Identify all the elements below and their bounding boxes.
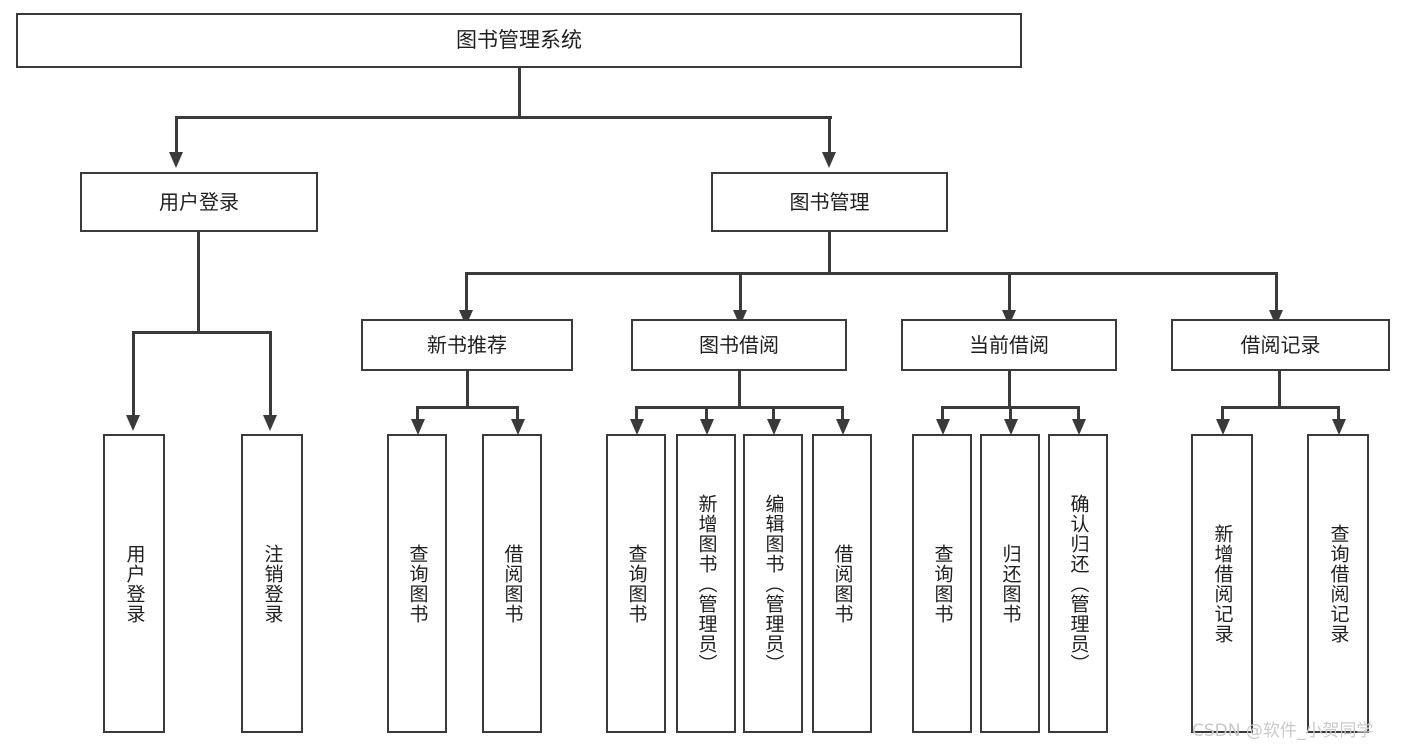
arrow-root-to-book-management — [822, 152, 836, 168]
connector-new-book-bar — [416, 406, 519, 409]
connector-level3-drop-2 — [739, 272, 742, 312]
node-label: 图书借阅 — [699, 332, 779, 357]
arrow-book-borrow-to-leaf-4 — [836, 419, 850, 435]
arrow-new-book-to-leaf-2 — [511, 419, 525, 435]
node-book-borrow[interactable]: 图书借阅 — [631, 319, 847, 371]
connector-new-book-drop-1 — [416, 406, 419, 422]
leaf-edit-book-admin[interactable]: 编辑图书（管理员） — [743, 434, 803, 733]
node-current-borrow[interactable]: 当前借阅 — [901, 319, 1117, 371]
connector-root-drop-right — [828, 116, 831, 154]
leaf-query-borrow-record[interactable]: 查询借阅记录 — [1307, 434, 1369, 733]
connector-book-borrow-bar — [635, 406, 844, 409]
leaf-borrow-book-recommend[interactable]: 借阅图书 — [482, 434, 542, 733]
connector-book-borrow-drop-3 — [772, 406, 775, 422]
connector-book-borrow-drop-2 — [705, 406, 708, 422]
connector-book-borrow-drop-1 — [635, 406, 638, 422]
leaf-label: 归还图书 — [999, 543, 1022, 624]
leaf-label: 新增借阅记录 — [1211, 523, 1234, 644]
arrow-current-borrow-to-leaf-2 — [1004, 419, 1018, 435]
leaf-query-book-current[interactable]: 查询图书 — [912, 434, 972, 733]
node-user-login[interactable]: 用户登录 — [80, 172, 318, 232]
connector-level3-drop-1 — [465, 272, 468, 312]
leaf-label: 借阅图书 — [501, 543, 524, 624]
leaf-return-book[interactable]: 归还图书 — [980, 434, 1040, 733]
node-label: 图书管理系统 — [456, 28, 582, 53]
leaf-query-book-recommend[interactable]: 查询图书 — [387, 434, 447, 733]
node-borrow-record[interactable]: 借阅记录 — [1171, 319, 1390, 371]
connector-book-borrow-drop-4 — [841, 406, 844, 422]
connector-user-login-drop-2 — [269, 331, 272, 417]
node-label: 用户登录 — [159, 189, 239, 214]
leaf-confirm-return-admin[interactable]: 确认归还（管理员） — [1048, 434, 1108, 733]
node-label: 当前借阅 — [969, 332, 1049, 357]
leaf-label: 查询图书 — [406, 543, 429, 624]
node-label: 新书推荐 — [427, 332, 507, 357]
node-label: 图书管理 — [789, 189, 870, 214]
arrow-current-borrow-to-leaf-1 — [936, 419, 950, 435]
connector-root-stem — [518, 68, 521, 118]
connector-borrow-record-bar — [1221, 406, 1340, 409]
connector-user-login-drop-1 — [132, 331, 135, 417]
arrow-user-login-to-leaf-2 — [263, 415, 277, 431]
leaf-label: 确认归还（管理员） — [1067, 493, 1090, 674]
node-book-management[interactable]: 图书管理 — [711, 172, 948, 232]
arrow-current-borrow-to-leaf-3 — [1072, 419, 1086, 435]
connector-borrow-record-drop-1 — [1221, 406, 1224, 422]
arrow-book-borrow-to-leaf-3 — [767, 419, 781, 435]
connector-current-borrow-drop-2 — [1009, 406, 1012, 422]
leaf-label: 编辑图书（管理员） — [762, 493, 785, 674]
arrow-book-borrow-to-leaf-2 — [700, 419, 714, 435]
arrow-borrow-record-to-leaf-2 — [1332, 419, 1346, 435]
connector-new-book-stem — [466, 371, 469, 408]
arrow-book-borrow-to-leaf-1 — [630, 419, 644, 435]
leaf-user-login[interactable]: 用户登录 — [103, 434, 165, 733]
leaf-label: 用户登录 — [123, 543, 146, 624]
connector-book-management-stem — [828, 232, 831, 275]
node-new-book-recommend[interactable]: 新书推荐 — [361, 319, 573, 371]
connector-user-login-bar — [132, 331, 272, 334]
node-label: 借阅记录 — [1240, 332, 1321, 357]
leaf-query-book-borrow[interactable]: 查询图书 — [606, 434, 666, 733]
leaf-label: 查询图书 — [625, 543, 648, 624]
leaf-borrow-book[interactable]: 借阅图书 — [812, 434, 872, 733]
arrow-borrow-record-to-leaf-1 — [1216, 419, 1230, 435]
arrow-new-book-to-leaf-1 — [411, 419, 425, 435]
leaf-label: 注销登录 — [261, 543, 284, 624]
connector-level3-drop-4 — [1275, 272, 1278, 312]
connector-level3-drop-3 — [1008, 272, 1011, 312]
leaf-logout[interactable]: 注销登录 — [241, 434, 303, 733]
leaf-label: 查询借阅记录 — [1327, 523, 1350, 644]
leaf-label: 借阅图书 — [831, 543, 854, 624]
connector-current-borrow-drop-1 — [941, 406, 944, 422]
connector-new-book-drop-2 — [516, 406, 519, 422]
connector-current-borrow-stem — [1008, 371, 1011, 408]
arrow-user-login-to-leaf-1 — [126, 415, 140, 431]
connector-root-drop-left — [175, 116, 178, 154]
connector-current-borrow-drop-3 — [1077, 406, 1080, 422]
connector-root-bar — [175, 116, 832, 119]
arrow-root-to-user-login — [169, 152, 183, 168]
connector-borrow-record-stem — [1278, 371, 1281, 408]
leaf-label: 新增图书（管理员） — [695, 493, 718, 674]
connector-user-login-stem — [197, 232, 200, 333]
leaf-add-book-admin[interactable]: 新增图书（管理员） — [676, 434, 736, 733]
connector-book-borrow-stem — [738, 371, 741, 408]
connector-level3-bar — [465, 272, 1278, 275]
leaf-label: 查询图书 — [931, 543, 954, 624]
connector-borrow-record-drop-2 — [1337, 406, 1340, 422]
leaf-add-borrow-record[interactable]: 新增借阅记录 — [1191, 434, 1253, 733]
node-root-book-management-system[interactable]: 图书管理系统 — [16, 13, 1022, 68]
